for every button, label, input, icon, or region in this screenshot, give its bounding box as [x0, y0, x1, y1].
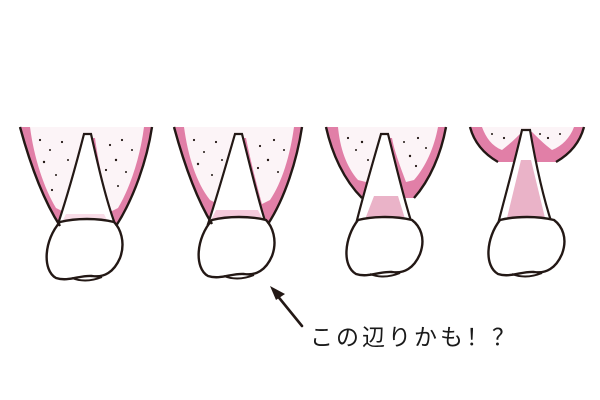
crown-edge-stage-1: [71, 276, 103, 282]
gum-outline-stage-1: [18, 126, 154, 227]
tooth-stage-4: [468, 126, 586, 278]
bone-texture-stage-4: [491, 133, 561, 140]
bone-stage-1: [30, 127, 144, 212]
tooth-stage-1: [18, 126, 154, 282]
bone-stage-3: [338, 127, 438, 182]
caption-text: この辺りかも！？: [310, 325, 518, 351]
crown-stage-2: [197, 215, 276, 279]
crown-stage-1: [45, 217, 124, 281]
tooth-stage-3: [324, 126, 448, 278]
crown-edge-stage-3: [369, 272, 401, 278]
crown-stage-3: [345, 215, 424, 277]
crown-stage-4: [487, 215, 566, 277]
gum-outline-stage-4: [468, 126, 586, 164]
crown-edge-stage-4: [511, 272, 543, 278]
bone-stage-4: [482, 127, 574, 150]
bone-stage-2: [184, 127, 294, 204]
root-exposed-stage-4: [506, 160, 546, 222]
gum-outline-stage-3: [324, 126, 448, 199]
root-exposed-stage-3: [364, 196, 406, 222]
pointer-arrow: [270, 286, 304, 328]
bone-texture-stage-3: [346, 136, 427, 168]
bone-texture-stage-1: [38, 138, 133, 192]
tooth-stage-2: [172, 126, 304, 280]
bone-texture-stage-2: [192, 138, 285, 176]
crown-edge-stage-2: [223, 274, 255, 280]
gum-outline-stage-2: [172, 126, 304, 225]
